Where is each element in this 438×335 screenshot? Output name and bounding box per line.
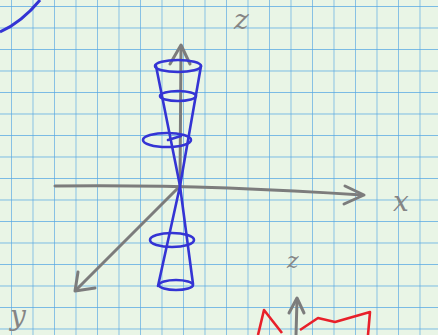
second-z-axis (296, 300, 297, 335)
axis-label: x (393, 188, 409, 216)
axis-label: y (10, 302, 26, 330)
second-z-arrowhead (289, 298, 304, 313)
axis-label: z (287, 250, 299, 272)
double-cone (143, 60, 201, 290)
x-arrowhead (344, 186, 364, 204)
axis-label: z (234, 6, 249, 34)
z-axis (180, 47, 181, 186)
x-axis (55, 186, 362, 195)
y-axis (76, 186, 180, 290)
corner-arc (0, 0, 40, 32)
y-arrowhead (75, 272, 95, 291)
red-surface (258, 310, 370, 335)
